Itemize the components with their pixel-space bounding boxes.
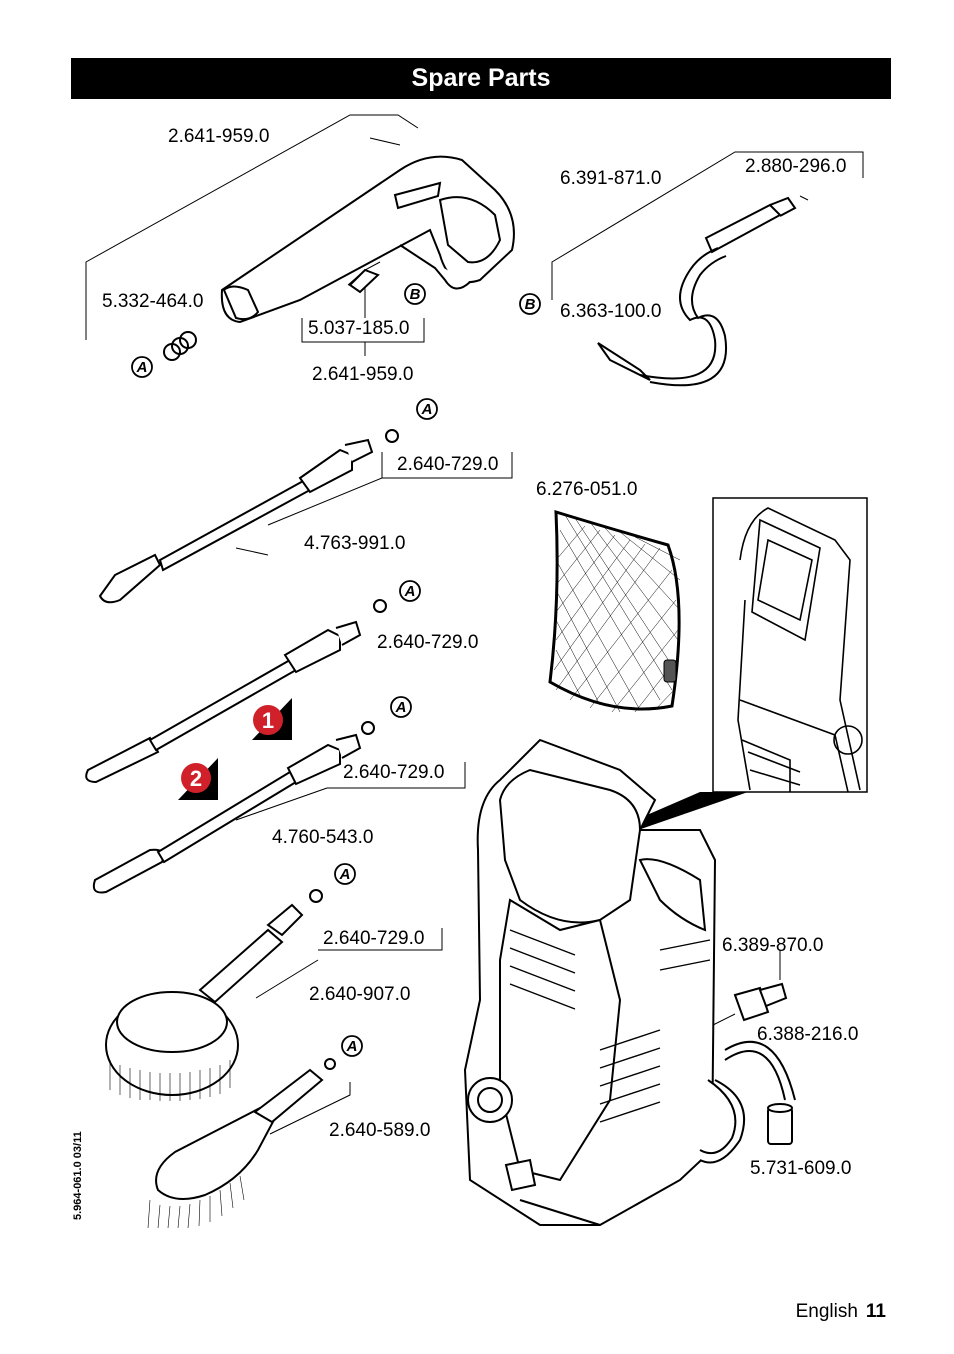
page-footer: English 11	[796, 1301, 886, 1323]
part-number-2-640-729-0-3: 2.640-729.0	[343, 762, 445, 783]
callout-a-1: A	[136, 359, 148, 376]
document-code: 5.964-061.0 03/11	[72, 1131, 84, 1220]
part-number-6-276-051-0: 6.276-051.0	[536, 479, 638, 500]
part-number-2-880-296-0: 2.880-296.0	[745, 156, 847, 177]
part-number-6-388-216-0: 6.388-216.0	[757, 1024, 859, 1045]
marker-2: 2	[190, 766, 202, 791]
part-number-6-363-100-0: 6.363-100.0	[560, 301, 662, 322]
part-number-2-640-907-0: 2.640-907.0	[309, 984, 411, 1005]
callout-a-3: A	[404, 583, 416, 600]
page-title: Spare Parts	[71, 58, 891, 99]
part-number-4-760-543-0: 4.760-543.0	[272, 827, 374, 848]
part-number-5-332-464-0: 5.332-464.0	[102, 291, 204, 312]
part-number-2-640-729-0-1: 2.640-729.0	[397, 454, 499, 475]
part-number-6-391-871-0: 6.391-871.0	[560, 168, 662, 189]
part-number-5-037-185-0: 5.037-185.0	[308, 318, 410, 339]
part-number-2-640-729-0-2: 2.640-729.0	[377, 632, 479, 653]
part-number-5-731-609-0: 5.731-609.0	[750, 1158, 852, 1179]
callout-a-2: A	[421, 401, 433, 418]
part-number-2-641-959-0-top: 2.641-959.0	[168, 126, 270, 147]
part-number-6-389-870-0: 6.389-870.0	[722, 935, 824, 956]
callout-a-6: A	[346, 1038, 358, 1055]
part-number-2-640-589-0: 2.640-589.0	[329, 1120, 431, 1141]
callout-a-4: A	[395, 699, 407, 716]
callout-a-5: A	[339, 866, 351, 883]
part-number-4-763-991-0: 4.763-991.0	[304, 533, 406, 554]
page-number: 11	[865, 1301, 886, 1322]
marker-1: 1	[262, 708, 274, 733]
callout-b-2: B	[525, 296, 536, 313]
part-number-2-640-729-0-4: 2.640-729.0	[323, 928, 425, 949]
part-number-2-641-959-0-bottom: 2.641-959.0	[312, 364, 414, 385]
footer-language: English	[795, 1301, 858, 1322]
callout-b-1: B	[410, 286, 421, 303]
